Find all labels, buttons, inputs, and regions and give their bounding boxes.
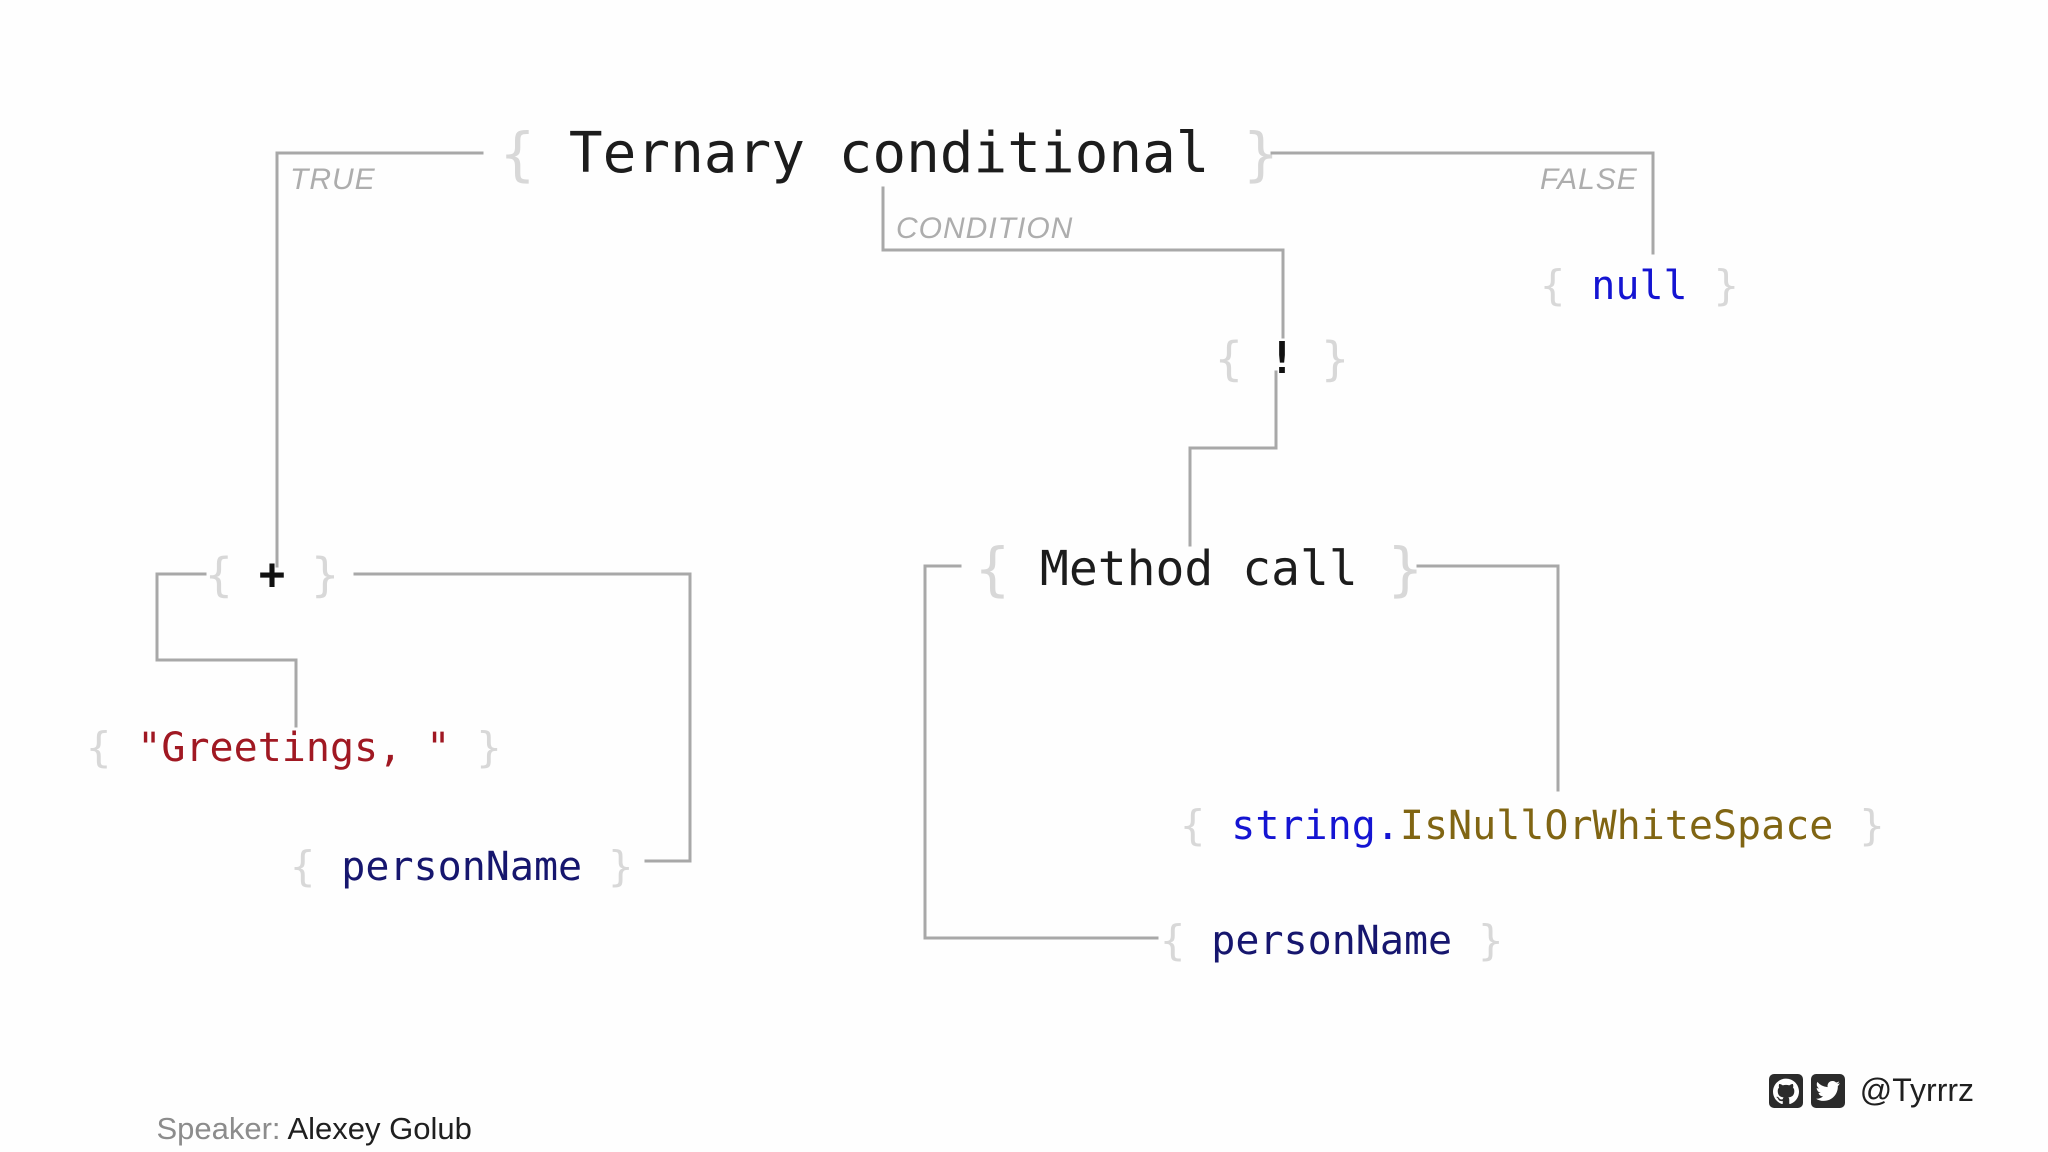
node-method-target[interactable]: { string . IsNullOrWhiteSpace } [1180,805,1885,847]
close-brace: } [1859,801,1885,850]
open-brace: { [205,548,233,602]
edge-label-condition: CONDITION [896,212,1074,245]
node-label: personName [341,844,583,890]
open-brace: { [1215,332,1243,386]
github-icon[interactable] [1768,1073,1803,1108]
node-label: personName [1211,918,1453,964]
node-not-operator[interactable]: { ! } [1215,336,1349,382]
type-name: string [1231,803,1376,849]
close-brace: } [311,548,339,602]
node-plus-operator[interactable]: { + } [205,552,339,598]
open-brace: { [86,723,112,772]
node-label: "Greetings, " [137,725,451,771]
close-brace: } [476,723,502,772]
close-brace: } [608,842,634,891]
open-brace: { [1160,916,1186,965]
node-string-literal[interactable]: { "Greetings, " } [86,727,502,769]
edge-label-false: FALSE [1540,163,1638,196]
node-method-call[interactable]: { Method call } [975,540,1423,598]
node-ternary-conditional[interactable]: { Ternary conditional } [500,125,1278,183]
twitter-handle[interactable]: @Tyrrrz [1859,1072,1974,1108]
open-brace: { [500,120,535,188]
speaker-label: Speaker: [156,1111,281,1146]
node-plus-right-operand[interactable]: { personName } [290,846,633,888]
close-brace: } [1321,332,1349,386]
member-name: IsNullOrWhiteSpace [1399,803,1834,849]
open-brace: { [290,842,316,891]
node-label: Ternary conditional [568,121,1210,186]
node-label: ! [1268,333,1296,384]
speaker-name: Alexey Golub [287,1111,472,1146]
social-links: @Tyrrrz [1768,1072,1974,1109]
node-label: Method call [1039,541,1358,597]
member-access-dot: . [1375,803,1400,849]
open-brace: { [1540,261,1566,310]
open-brace: { [1180,801,1206,850]
twitter-icon[interactable] [1810,1073,1845,1108]
edge-label-true: TRUE [290,163,376,196]
open-brace: { [975,535,1010,603]
node-null-literal[interactable]: { null } [1540,265,1739,307]
close-brace: } [1387,535,1423,603]
node-label: + [258,549,286,600]
speaker-credit: Speaker: Alexey Golub [122,1075,472,1152]
close-brace: } [1713,261,1739,310]
node-method-argument[interactable]: { personName } [1160,920,1503,962]
close-brace: } [1478,916,1504,965]
node-label: null [1591,263,1688,309]
close-brace: } [1243,120,1279,188]
